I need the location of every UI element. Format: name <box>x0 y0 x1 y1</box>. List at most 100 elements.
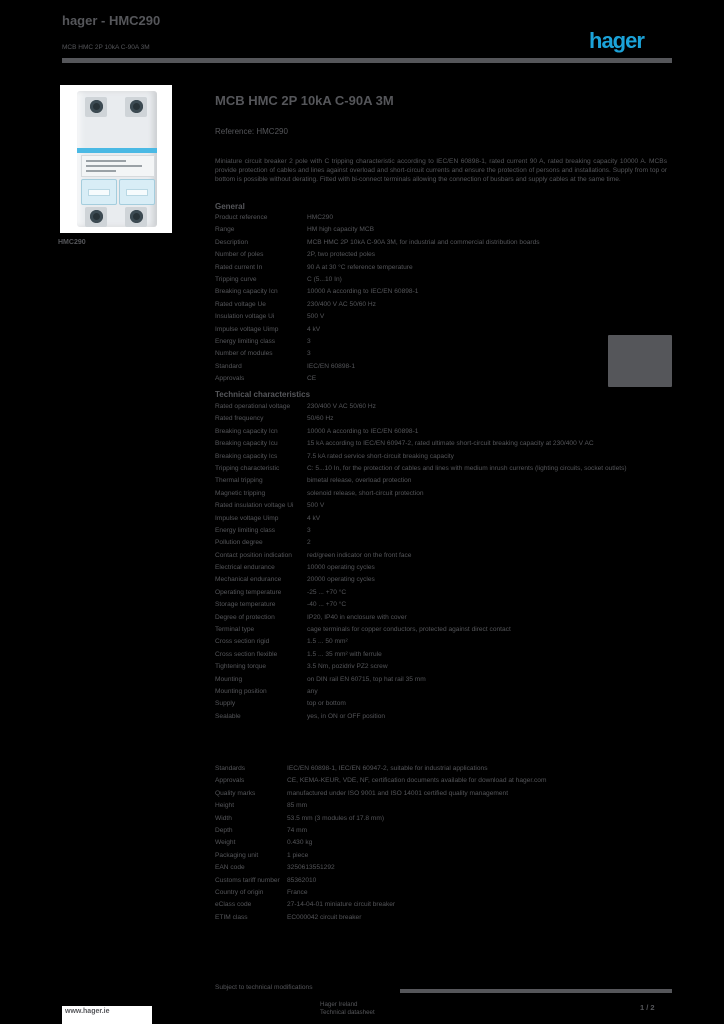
row-label: Cross section flexible <box>215 650 278 658</box>
row-value: 74 mm <box>287 826 308 834</box>
row-value: 1.5 ... 35 mm² with ferrule <box>307 650 382 658</box>
website-link[interactable]: www.hager.ie <box>65 1008 110 1015</box>
row-label: Rated frequency <box>215 415 264 423</box>
table-row: Weight 0.430 kg <box>215 839 667 851</box>
table-row: Packaging unit 1 piece <box>215 852 667 864</box>
table-row: Number of poles 2P, two protected poles <box>215 251 667 263</box>
row-value: 15 kA according to IEC/EN 60947-2, rated… <box>307 440 594 448</box>
table-row: Thermal tripping bimetal release, overlo… <box>215 477 667 489</box>
row-label: ETIM class <box>215 913 248 921</box>
row-value: CE, KEMA-KEUR, VDE, NF, certification do… <box>287 777 547 785</box>
row-value: 500 V <box>307 313 325 321</box>
bottom-rule <box>400 989 672 993</box>
row-label: Mounting position <box>215 687 267 695</box>
row-label: Number of modules <box>215 350 273 358</box>
table-row: Rated operational voltage 230/400 V AC 5… <box>215 403 667 415</box>
row-label: Magnetic tripping <box>215 489 266 497</box>
footer-center-text: Hager Ireland Technical datasheet <box>320 1001 460 1016</box>
row-value: 500 V <box>307 502 325 510</box>
table-row: Mounting on DIN rail EN 60715, top hat r… <box>215 676 667 688</box>
row-label: Breaking capacity Ics <box>215 452 278 460</box>
toggle-lever <box>81 179 117 205</box>
table-row: Depth 74 mm <box>215 827 667 839</box>
row-label: Tripping characteristic <box>215 464 280 472</box>
product-description: Miniature circuit breaker 2 pole with C … <box>215 158 667 183</box>
table-row: Magnetic tripping solenoid release, shor… <box>215 490 667 502</box>
table-row: Cross section flexible 1.5 ... 35 mm² wi… <box>215 651 667 663</box>
table-row: Supply top or bottom <box>215 700 667 712</box>
table-row: Number of modules 3 <box>215 350 667 362</box>
row-value: 50/60 Hz <box>307 415 334 423</box>
table-row: Insulation voltage Ui 500 V <box>215 313 667 325</box>
table-row: Width 53.5 mm (3 modules of 17.8 mm) <box>215 815 667 827</box>
row-label: Operating temperature <box>215 588 282 596</box>
row-value: 85 mm <box>287 802 308 810</box>
footer-company: Hager Ireland <box>320 1001 358 1008</box>
table-row: Rated voltage Ue 230/400 V AC 50/60 Hz <box>215 301 667 313</box>
header-rule <box>62 58 672 63</box>
row-label: Insulation voltage Ui <box>215 313 275 321</box>
row-label: Breaking capacity Icn <box>215 288 278 296</box>
table-row: Rated insulation voltage Ui 500 V <box>215 502 667 514</box>
row-value: top or bottom <box>307 700 346 708</box>
brand-stripe <box>77 148 157 153</box>
row-value: 0.430 kg <box>287 839 313 847</box>
row-label: Tripping curve <box>215 275 257 283</box>
page-number: 1 / 2 <box>640 1003 655 1012</box>
row-label: Approvals <box>215 777 245 785</box>
row-value: 1 piece <box>287 851 309 859</box>
row-label: Quality marks <box>215 789 256 797</box>
table-row: Degree of protection IP20, IP40 in enclo… <box>215 614 667 626</box>
row-label: Rated voltage Ue <box>215 300 266 308</box>
table-row: Electrical endurance 10000 operating cyc… <box>215 564 667 576</box>
row-label: Rated insulation voltage Ui <box>215 502 294 510</box>
table-row: Tightening torque 3.5 Nm, pozidriv PZ2 s… <box>215 663 667 675</box>
row-label: Standard <box>215 362 242 370</box>
row-value: bimetal release, overload protection <box>307 477 412 485</box>
row-label: Customs tariff number <box>215 876 280 884</box>
row-label: Breaking capacity Icu <box>215 440 278 448</box>
table-row: Customs tariff number 85362010 <box>215 877 667 889</box>
row-value: IEC/EN 60898-1, IEC/EN 60947-2, suitable… <box>287 765 488 772</box>
product-photo <box>60 85 172 233</box>
row-value: C (5...10 In) <box>307 275 342 283</box>
table-row: Pollution degree 2 <box>215 539 667 551</box>
row-label: Energy limiting class <box>215 337 276 345</box>
row-value: any <box>307 687 318 695</box>
row-label: Storage temperature <box>215 601 276 609</box>
table-row: Approvals CE, KEMA-KEUR, VDE, NF, certif… <box>215 777 667 789</box>
footer-website-box: www.hager.ie <box>62 1006 152 1024</box>
row-label: Electrical endurance <box>215 564 275 572</box>
row-label: Height <box>215 802 235 810</box>
table-row: EAN code 3250613551292 <box>215 864 667 876</box>
row-value: 3 <box>307 337 311 345</box>
header-title: hager - HMC290 <box>62 13 161 28</box>
hager-logo: hager <box>589 28 645 53</box>
row-label: Supply <box>215 700 236 708</box>
table-row: Country of origin France <box>215 889 667 901</box>
rating-label <box>81 155 155 177</box>
row-value: 10000 operating cycles <box>307 564 375 572</box>
row-value: manufactured under ISO 9001 and ISO 1400… <box>287 789 509 797</box>
row-value: 3 <box>307 526 311 534</box>
table-row: Cross section rigid 1.5 ... 50 mm² <box>215 638 667 650</box>
row-value: 2P, two protected poles <box>307 251 376 259</box>
row-label: Contact position indication <box>215 551 292 559</box>
row-value: France <box>287 888 308 896</box>
row-label: Range <box>215 226 235 234</box>
table-row: Impulse voltage Uimp 4 kV <box>215 515 667 527</box>
row-value: 85362010 <box>287 876 317 884</box>
row-label: Rated current In <box>215 263 263 271</box>
table-row: Sealable yes, in ON or OFF position <box>215 713 667 725</box>
row-label: Standards <box>215 765 246 772</box>
row-value: 1.5 ... 50 mm² <box>307 638 348 646</box>
table-row: ETIM class EC000042 circuit breaker <box>215 914 667 926</box>
row-label: Description <box>215 238 248 246</box>
row-value: on DIN rail EN 60715, top hat rail 35 mm <box>307 675 426 683</box>
table-row: Height 85 mm <box>215 802 667 814</box>
table-row: Contact position indication red/green in… <box>215 552 667 564</box>
row-value: 27-14-04-01 miniature circuit breaker <box>287 901 396 909</box>
terminal-screw <box>90 210 103 223</box>
table-row: Mounting position any <box>215 688 667 700</box>
